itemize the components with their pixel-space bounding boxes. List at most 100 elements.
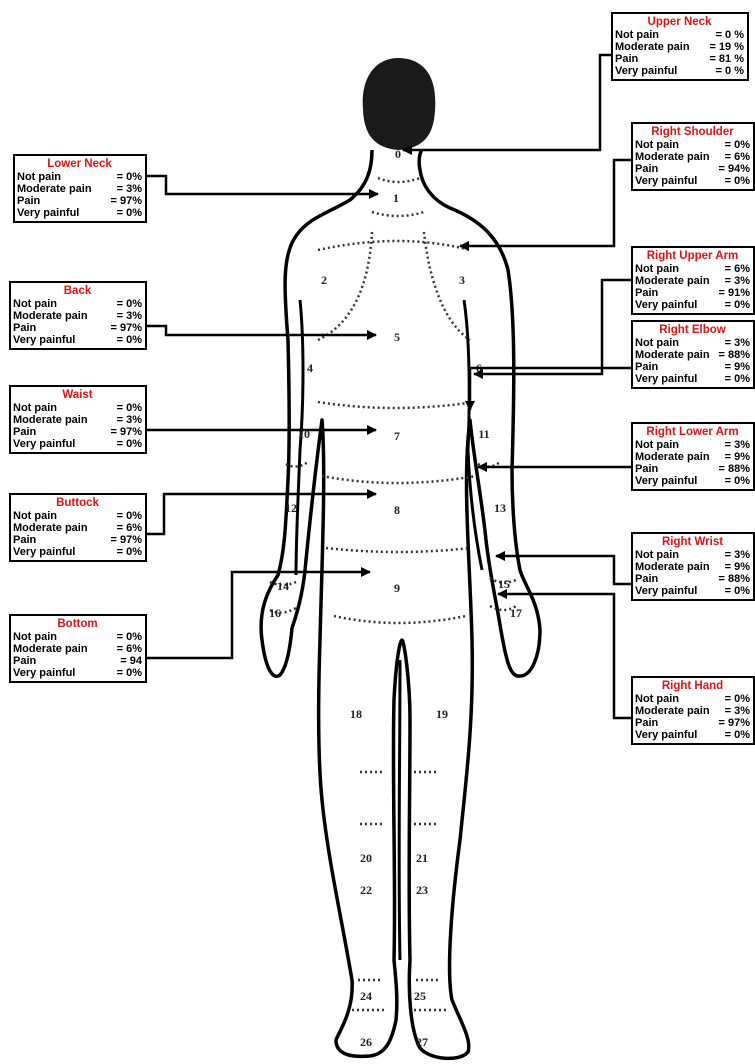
pain-level-label: Pain <box>635 163 658 175</box>
pain-row: Moderate pain= 9% <box>635 561 750 573</box>
pain-row: Very painful= 0 % <box>615 65 744 77</box>
segment-number: 8 <box>394 503 400 517</box>
box-right-hand: Right HandNot pain= 0%Moderate pain= 3%P… <box>631 676 755 745</box>
box-title: Right Hand <box>635 680 750 692</box>
pain-level-label: Moderate pain <box>635 451 710 463</box>
pain-level-value: = 9% <box>710 451 750 463</box>
pain-row: Very painful= 0% <box>635 373 750 385</box>
pain-level-label: Not pain <box>17 171 61 183</box>
pain-level-value: = 3% <box>679 439 750 451</box>
pain-level-label: Not pain <box>635 337 679 349</box>
segment-number: 16 <box>269 606 281 620</box>
pain-level-value: = 0% <box>679 693 750 705</box>
pain-level-label: Not pain <box>13 298 57 310</box>
pain-level-value: = 0% <box>57 631 142 643</box>
pain-level-label: Moderate pain <box>635 151 710 163</box>
segment-number: 3 <box>459 273 465 287</box>
pain-level-label: Pain <box>635 573 658 585</box>
segment-number: 7 <box>394 429 400 443</box>
segment-number: 14 <box>277 579 289 593</box>
segment-number: 0 <box>395 147 401 161</box>
head-hair <box>363 58 436 150</box>
pain-level-value: = 3% <box>92 183 142 195</box>
pain-level-value: = 0% <box>697 175 750 187</box>
pain-row: Not pain= 0% <box>635 139 750 151</box>
pain-level-label: Very painful <box>635 299 697 311</box>
pain-row: Pain= 94 <box>13 655 142 667</box>
pain-row: Pain= 97% <box>635 717 750 729</box>
segment-number: 27 <box>416 1035 428 1049</box>
pain-level-label: Moderate pain <box>13 522 88 534</box>
pain-level-value: = 6% <box>88 522 142 534</box>
pain-level-value: = 0% <box>75 546 142 558</box>
pain-level-label: Very painful <box>13 546 75 558</box>
box-title: Back <box>13 285 142 297</box>
pain-level-label: Pain <box>615 53 638 65</box>
pain-level-value: = 0% <box>57 298 142 310</box>
pain-level-label: Very painful <box>13 438 75 450</box>
box-title: Waist <box>13 389 142 401</box>
pain-level-label: Moderate pain <box>13 310 88 322</box>
leg-split <box>399 660 400 960</box>
segment-number: 5 <box>394 330 400 344</box>
pain-level-value: = 9% <box>658 361 750 373</box>
pain-level-value: = 97% <box>658 717 750 729</box>
pain-level-label: Pain <box>635 717 658 729</box>
pain-level-value: = 6% <box>88 643 142 655</box>
segment-number: 11 <box>478 427 489 441</box>
pain-level-value: = 94% <box>658 163 750 175</box>
pain-level-value: = 19 % <box>690 41 744 53</box>
arrow-right-wrist <box>496 556 632 584</box>
box-title: Lower Neck <box>17 158 142 170</box>
pain-row: Pain= 97% <box>13 426 142 438</box>
pain-level-value: = 3% <box>679 337 750 349</box>
pain-level-value: = 0% <box>57 402 142 414</box>
pain-level-label: Very painful <box>17 207 79 219</box>
pain-row: Pain= 97% <box>13 534 142 546</box>
pain-row: Moderate pain= 3% <box>13 414 142 426</box>
segment-number: 15 <box>498 577 510 591</box>
box-title: Right Shoulder <box>635 126 750 138</box>
pain-level-value: = 94 <box>36 655 142 667</box>
pain-row: Pain= 88% <box>635 463 750 475</box>
pain-row: Very painful= 0% <box>13 667 142 679</box>
pain-row: Pain= 97% <box>17 195 142 207</box>
pain-row: Very painful= 0% <box>13 546 142 558</box>
pain-row: Moderate pain= 19 % <box>615 41 744 53</box>
arrow-buttock <box>146 494 376 534</box>
pain-level-label: Very painful <box>635 729 697 741</box>
pain-level-label: Pain <box>13 655 36 667</box>
pain-level-value: = 97% <box>40 195 142 207</box>
segment-number: 25 <box>414 989 426 1003</box>
pain-row: Not pain= 3% <box>635 549 750 561</box>
pain-level-value: = 3% <box>88 414 142 426</box>
pain-row: Not pain= 3% <box>635 439 750 451</box>
box-title: Bottom <box>13 618 142 630</box>
pain-level-value: = 3% <box>88 310 142 322</box>
pain-level-label: Not pain <box>635 439 679 451</box>
pain-level-value: = 88% <box>658 463 750 475</box>
box-right-shoulder: Right ShoulderNot pain= 0%Moderate pain=… <box>631 122 755 191</box>
pain-level-label: Not pain <box>13 510 57 522</box>
box-title: Right Elbow <box>635 324 750 336</box>
pain-level-value: = 0% <box>75 438 142 450</box>
pain-level-label: Very painful <box>615 65 677 77</box>
pain-row: Moderate pain= 88% <box>635 349 750 361</box>
arrow-upper-neck <box>600 55 612 270</box>
box-title: Right Lower Arm <box>635 426 750 438</box>
pain-row: Moderate pain= 3% <box>13 310 142 322</box>
pain-level-label: Moderate pain <box>635 561 710 573</box>
pain-level-value: = 0% <box>61 171 142 183</box>
pain-row: Not pain= 0% <box>13 510 142 522</box>
pain-row: Not pain= 0% <box>17 171 142 183</box>
arrow-back <box>146 326 376 335</box>
pain-level-value: = 91% <box>658 287 750 299</box>
pain-level-value: = 3% <box>679 549 750 561</box>
pain-level-label: Not pain <box>635 139 679 151</box>
pain-row: Moderate pain= 3% <box>17 183 142 195</box>
arrow-bottom <box>146 572 370 658</box>
pain-level-label: Pain <box>635 287 658 299</box>
pain-level-label: Moderate pain <box>17 183 92 195</box>
pain-level-label: Pain <box>13 534 36 546</box>
